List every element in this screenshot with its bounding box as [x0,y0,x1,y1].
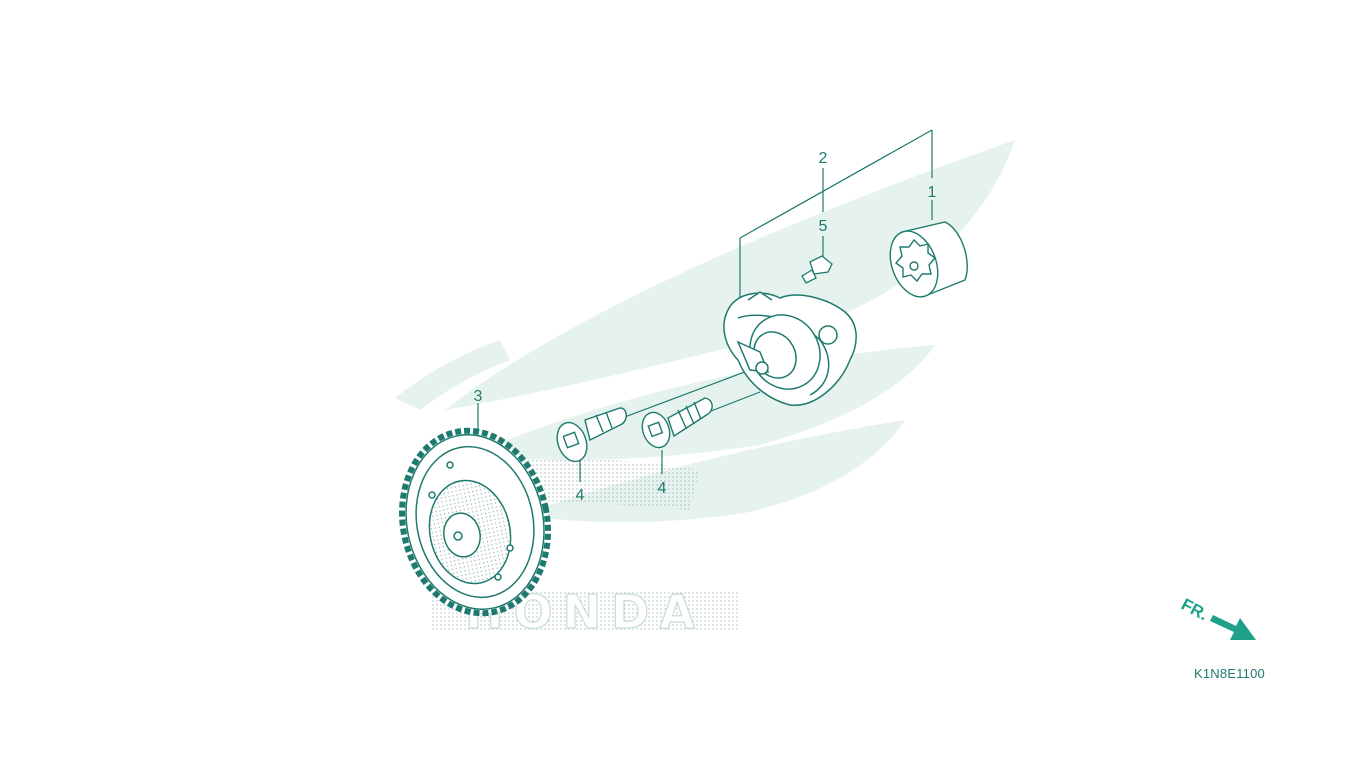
callout-3: 3 [474,388,483,405]
front-arrow-icon: FR. [1178,595,1256,640]
callout-5: 5 [819,218,828,235]
diagram-code: K1N8E1100 [1194,666,1265,681]
callout-2: 2 [819,150,828,167]
driven-gear [399,427,551,617]
callout-4-left: 4 [576,487,585,504]
callout-1: 1 [928,184,937,201]
honda-watermark-text: HONDA [465,585,705,639]
front-label: FR. [1178,595,1211,625]
rotor-set [889,221,968,298]
oil-pump-body [723,291,857,406]
callout-numbers: 1 2 5 3 4 4 [474,150,937,504]
small-screw [801,255,833,284]
bolt-left [556,407,627,463]
callout-4-right: 4 [658,480,667,497]
bolt-right [641,397,713,449]
